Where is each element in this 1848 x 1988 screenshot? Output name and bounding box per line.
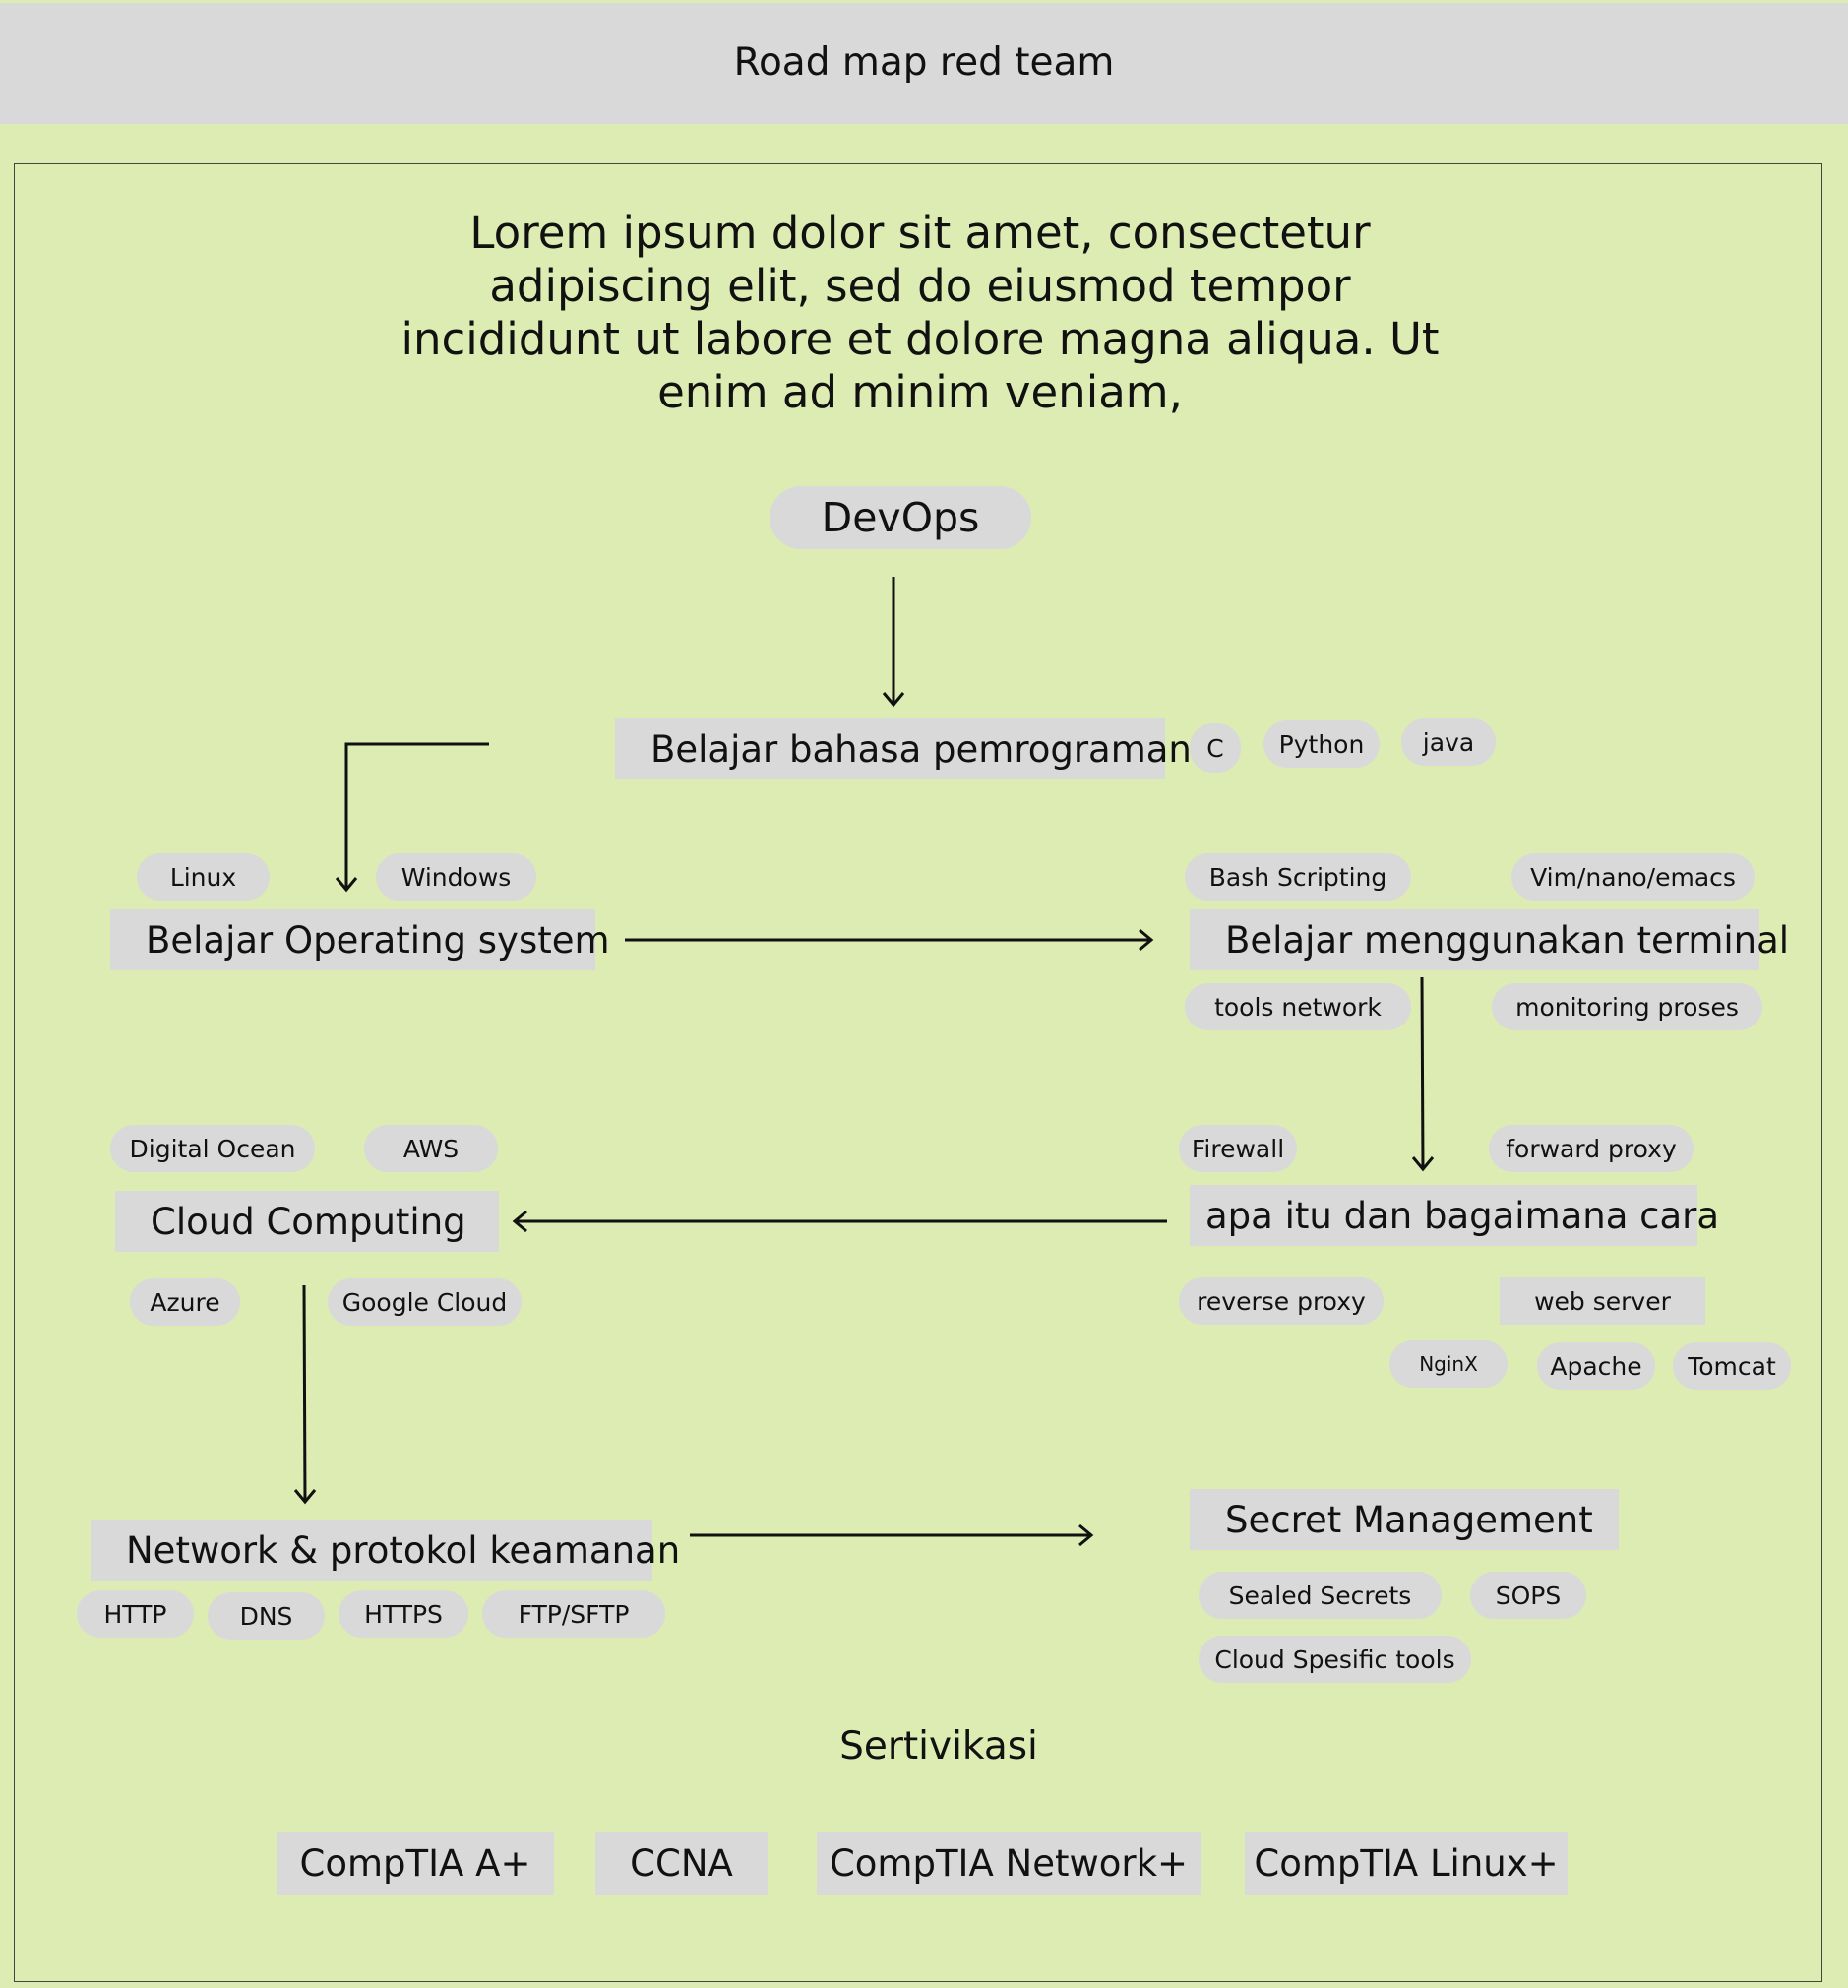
intro-text: Lorem ipsum dolor sit amet, consectetur … <box>400 207 1440 418</box>
arrow-devops-to-programming <box>882 577 905 708</box>
tag-reverse-proxy[interactable]: reverse proxy <box>1179 1277 1384 1325</box>
tag-apache[interactable]: Apache <box>1537 1342 1655 1390</box>
tag-python[interactable]: Python <box>1263 720 1380 768</box>
tag-azure[interactable]: Azure <box>130 1278 240 1326</box>
node-cloud-computing[interactable]: Cloud Computing <box>115 1191 499 1252</box>
cert-ccna[interactable]: CCNA <box>595 1832 768 1895</box>
tag-tools-network[interactable]: tools network <box>1185 983 1411 1030</box>
arrow-os-to-terminal <box>625 928 1154 952</box>
page-title: Road map red team <box>733 40 1115 85</box>
tag-vim-nano-emacs[interactable]: Vim/nano/emacs <box>1511 853 1755 901</box>
tag-java[interactable]: java <box>1401 718 1496 766</box>
node-operating-system[interactable]: Belajar Operating system <box>110 909 610 970</box>
node-programming[interactable]: Belajar bahasa pemrograman <box>615 718 1192 779</box>
node-network-protocol[interactable]: Network & protokol keamanan <box>91 1520 680 1581</box>
arrow-network-to-secret <box>690 1523 1094 1547</box>
arrow-terminal-to-proxy <box>1411 976 1435 1172</box>
tag-digital-ocean[interactable]: Digital Ocean <box>110 1125 315 1172</box>
tag-aws[interactable]: AWS <box>364 1125 498 1172</box>
header-bar: Road map red team <box>0 0 1848 124</box>
arrow-cloud-to-network <box>293 1284 317 1505</box>
arrow-proxy-to-cloud <box>512 1210 1167 1233</box>
root-node-devops[interactable]: DevOps <box>770 486 1031 549</box>
tag-monitoring-proses[interactable]: monitoring proses <box>1492 983 1762 1030</box>
tag-cloud-spesific-tools[interactable]: Cloud Spesific tools <box>1199 1636 1471 1683</box>
tag-http[interactable]: HTTP <box>77 1590 194 1638</box>
tag-forward-proxy[interactable]: forward proxy <box>1489 1125 1694 1172</box>
tag-sealed-secrets[interactable]: Sealed Secrets <box>1199 1572 1442 1619</box>
tag-ftp-sftp[interactable]: FTP/SFTP <box>482 1590 665 1638</box>
tag-c[interactable]: C <box>1190 723 1241 773</box>
tag-sops[interactable]: SOPS <box>1470 1572 1586 1619</box>
cert-comptia-linux-plus[interactable]: CompTIA Linux+ <box>1245 1832 1568 1895</box>
tag-dns[interactable]: DNS <box>208 1592 325 1640</box>
tag-firewall[interactable]: Firewall <box>1179 1125 1297 1172</box>
node-secret-management[interactable]: Secret Management <box>1190 1489 1619 1550</box>
content-frame <box>14 163 1822 1982</box>
arrow-programming-to-os <box>335 742 489 893</box>
tag-nginx[interactable]: NginX <box>1389 1340 1508 1388</box>
tag-tomcat[interactable]: Tomcat <box>1673 1342 1791 1390</box>
tag-windows[interactable]: Windows <box>376 853 536 901</box>
tag-web-server[interactable]: web server <box>1500 1277 1705 1325</box>
cert-comptia-network-plus[interactable]: CompTIA Network+ <box>817 1832 1201 1895</box>
certification-title: Sertivikasi <box>839 1724 1038 1769</box>
node-terminal[interactable]: Belajar menggunakan terminal <box>1190 909 1789 970</box>
cert-comptia-a-plus[interactable]: CompTIA A+ <box>277 1832 554 1895</box>
tag-bash-scripting[interactable]: Bash Scripting <box>1185 853 1411 901</box>
tag-google-cloud[interactable]: Google Cloud <box>328 1278 522 1326</box>
node-proxy[interactable]: apa itu dan bagaimana cara <box>1190 1185 1719 1246</box>
tag-https[interactable]: HTTPS <box>339 1590 468 1638</box>
tag-linux[interactable]: Linux <box>137 853 270 901</box>
